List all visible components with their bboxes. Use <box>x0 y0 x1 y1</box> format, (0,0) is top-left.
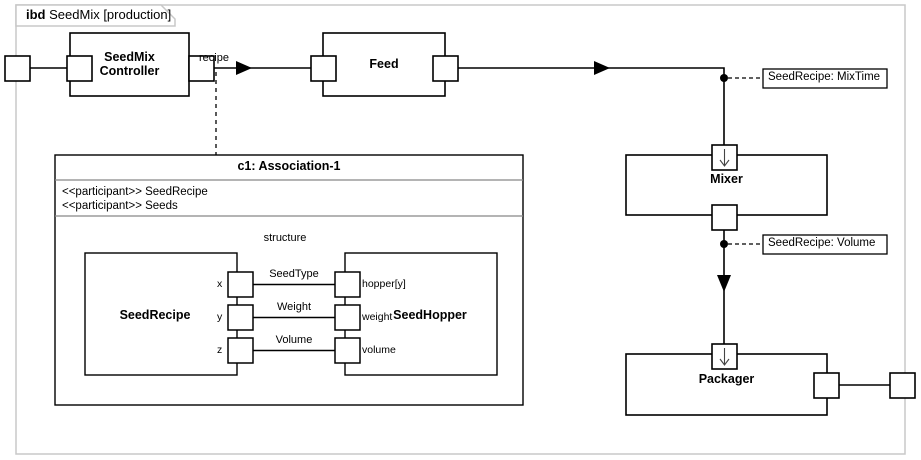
callout-anchor-volume <box>720 240 728 248</box>
frame-kind-keyword: ibd <box>26 7 46 22</box>
port-label-x: x <box>217 278 223 290</box>
flow-arrow-icon-mixer-in-head <box>719 159 730 167</box>
port-label-hopper: hopper[y] <box>362 278 406 290</box>
flow-arrow-icon-packager-in-head <box>719 358 730 366</box>
port-seedhopper-volume[interactable] <box>334 337 361 364</box>
arrowhead-feed-to-mixer <box>594 61 610 75</box>
structure-compartment-label: structure <box>263 232 307 244</box>
port-feed-in[interactable] <box>310 55 337 82</box>
port-label-volume: volume <box>362 344 396 356</box>
callout-box-mixtime[interactable] <box>762 68 888 89</box>
association-participant-2: <<participant>> Seeds <box>62 200 178 212</box>
port-label-z: z <box>217 344 223 356</box>
connector-label-seedtype: SeedType <box>269 268 319 280</box>
port-mixer-out[interactable] <box>711 204 738 231</box>
arrowhead-controller-to-feed <box>236 61 252 75</box>
port-packager-out[interactable] <box>813 372 840 399</box>
port-feed-out[interactable] <box>432 55 459 82</box>
callout-box-volume[interactable] <box>762 234 888 255</box>
connector-label-recipe: recipe <box>199 52 229 64</box>
port-seedrecipe-z[interactable] <box>227 337 254 364</box>
block-label-seedmix-controller: SeedMix Controller <box>70 50 189 79</box>
port-seedrecipe-y[interactable] <box>227 304 254 331</box>
port-label-weight: weight <box>362 311 393 323</box>
block-label-seedhopper: SeedHopper <box>393 308 467 322</box>
callout-anchor-mixtime <box>720 74 728 82</box>
arrowhead-mixer-to-packager <box>717 275 731 292</box>
association-title: c1: Association-1 <box>237 159 341 173</box>
connector-label-weight: Weight <box>276 301 312 313</box>
association-participant-1: <<participant>> SeedRecipe <box>62 186 208 198</box>
port-external-right[interactable] <box>889 372 916 399</box>
port-external-left[interactable] <box>4 55 31 82</box>
port-seedhopper-weight[interactable] <box>334 304 361 331</box>
frame-title: ibd SeedMix [production] <box>26 7 172 23</box>
frame-title-tab <box>15 4 176 27</box>
block-seedhopper[interactable] <box>344 252 498 376</box>
connector-feed-to-mixer <box>458 67 725 145</box>
callout-label-volume: SeedRecipe: Volume <box>768 237 876 249</box>
port-seedrecipe-x[interactable] <box>227 271 254 298</box>
block-label-seedrecipe: SeedRecipe <box>119 308 191 322</box>
block-label-line-2: Controller <box>99 64 160 79</box>
block-label-mixer: Mixer <box>710 172 743 186</box>
callout-label-mixtime: SeedRecipe: MixTime <box>768 71 881 83</box>
port-seedhopper-hopper[interactable] <box>334 271 361 298</box>
port-label-y: y <box>217 311 223 323</box>
block-label-packager: Packager <box>698 372 755 386</box>
frame-title-text: SeedMix [production] <box>49 7 172 22</box>
connector-label-volume: Volume <box>275 334 313 346</box>
block-feed[interactable] <box>322 32 446 97</box>
port-controller-in[interactable] <box>66 55 93 82</box>
block-label-feed: Feed <box>369 57 399 71</box>
block-label-line-1: SeedMix <box>104 50 155 64</box>
